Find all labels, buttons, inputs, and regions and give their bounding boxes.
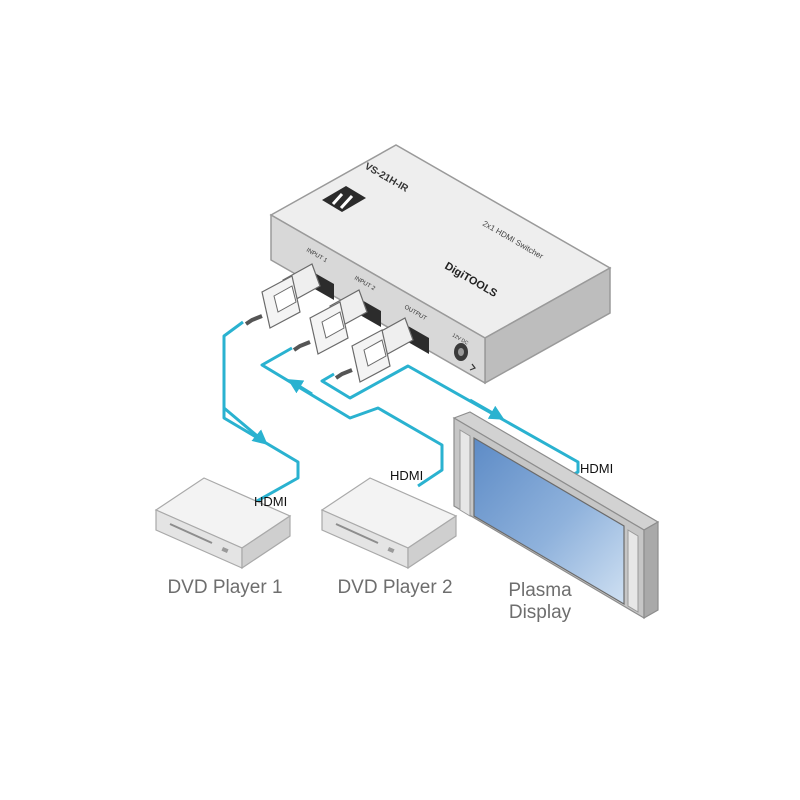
display-screen — [473, 436, 625, 606]
dvd-player-1 — [154, 477, 292, 570]
cable-label-display: HDMI — [580, 461, 614, 476]
hdmi-plug-output — [334, 317, 414, 383]
label-plasma-display: Plasma Display — [470, 580, 610, 624]
hdmi-plug-input1 — [244, 263, 321, 329]
cable-dvd1-to-input1 — [222, 320, 300, 507]
power-jack-icon — [454, 343, 476, 371]
label-plasma-line1: Plasma — [508, 580, 572, 601]
cable-label-dvd2: HDMI — [390, 468, 424, 483]
plasma-display — [452, 411, 660, 620]
kramer-logo-icon — [322, 186, 366, 212]
cable-label-dvd1: HDMI — [254, 494, 288, 509]
cable-output-to-display — [320, 364, 580, 482]
label-dvd-player-1: DVD Player 1 — [167, 577, 283, 598]
cable-dvd2-to-input2 — [260, 346, 444, 488]
switcher-device: VS-21H-IR 2x1 HDMI Switcher DigiTOOLS IN… — [244, 144, 612, 385]
dvd-player-2 — [320, 477, 458, 570]
hdmi-plug-input2 — [292, 289, 368, 355]
label-plasma-line2: Display — [508, 602, 572, 623]
label-dvd-player-2: DVD Player 2 — [337, 577, 453, 598]
